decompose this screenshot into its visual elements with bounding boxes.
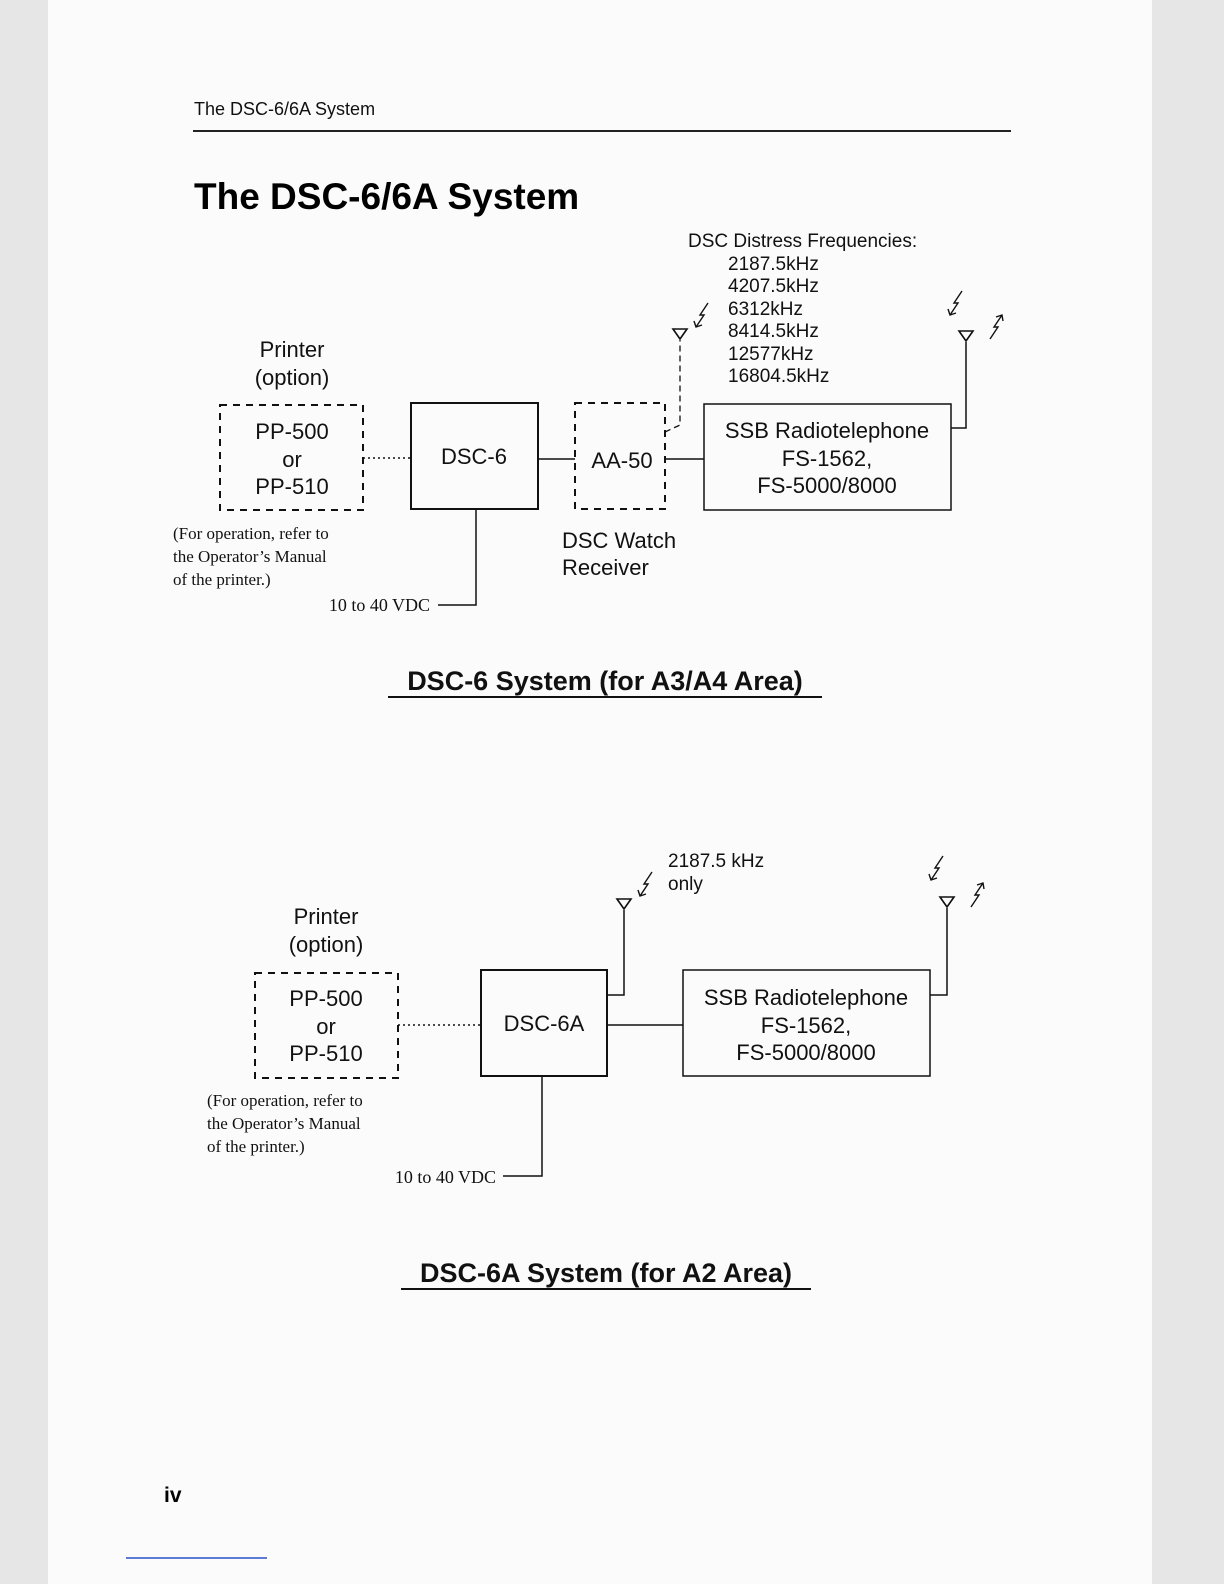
aa50-signal-icon bbox=[693, 302, 709, 328]
printer-label-line2: (option) bbox=[289, 932, 364, 957]
radio-tx-signal-icon bbox=[970, 882, 985, 908]
freq-6: 16804.5kHz bbox=[728, 366, 829, 387]
caption-dsc6: DSC-6 System (for A3/A4 Area) bbox=[407, 666, 803, 696]
printer-note-line1: (For operation, refer to bbox=[207, 1091, 363, 1110]
header-rule bbox=[193, 130, 1011, 132]
printer-or: or bbox=[282, 447, 302, 472]
caption-dsc6a: DSC-6A System (for A2 Area) bbox=[420, 1258, 792, 1288]
printer-label-line1: Printer bbox=[260, 337, 325, 362]
radio-antenna-lead bbox=[930, 908, 948, 996]
radio-line2: FS-1562, bbox=[761, 1013, 852, 1038]
radio-line1: SSB Radiotelephone bbox=[725, 418, 929, 443]
printer-note-line3: of the printer.) bbox=[207, 1137, 305, 1156]
page bbox=[48, 0, 1152, 1584]
radio-rx-signal-icon bbox=[947, 290, 963, 316]
radio-tx-signal-icon bbox=[989, 314, 1004, 340]
printer-note-line3: of the printer.) bbox=[173, 570, 271, 589]
aa50-label: AA-50 bbox=[591, 448, 652, 473]
freq-title: DSC Distress Frequencies: bbox=[688, 231, 917, 252]
page-number: iv bbox=[164, 1484, 182, 1507]
dsc6a-antenna-icon bbox=[616, 898, 632, 910]
aa50-box bbox=[574, 402, 666, 510]
radio-box bbox=[703, 403, 952, 511]
aa50-antenna-lead bbox=[664, 340, 681, 433]
radio-line3: FS-5000/8000 bbox=[736, 1040, 875, 1065]
watch-label-line1: DSC Watch bbox=[562, 528, 676, 553]
aa50-antenna-icon bbox=[672, 328, 688, 340]
dsc6a-antenna-lead bbox=[607, 910, 625, 996]
freq-line1: 2187.5 kHz bbox=[668, 851, 764, 872]
dsc6-box bbox=[410, 402, 539, 510]
power-label: 10 to 40 VDC bbox=[329, 595, 430, 615]
radio-line1: SSB Radiotelephone bbox=[704, 985, 908, 1010]
printer-label-line2: (option) bbox=[255, 365, 330, 390]
freq-2: 4207.5kHz bbox=[728, 276, 819, 297]
printer-or: or bbox=[316, 1014, 336, 1039]
radio-antenna-icon bbox=[958, 330, 974, 342]
radio-box bbox=[682, 969, 931, 1077]
diagram-dsc6: Printer (option) PP-500 or PP-510 (For o… bbox=[173, 231, 1004, 698]
printer-model-2: PP-510 bbox=[255, 474, 328, 499]
radio-line2: FS-1562, bbox=[782, 446, 873, 471]
printer-note-line2: the Operator’s Manual bbox=[173, 547, 327, 566]
freq-1: 2187.5kHz bbox=[728, 254, 819, 275]
diagram-dsc6a: Printer (option) PP-500 or PP-510 (For o… bbox=[207, 851, 985, 1290]
dsc6a-signal-icon bbox=[637, 871, 653, 897]
running-header: The DSC-6/6A System bbox=[194, 99, 376, 119]
printer-model-1: PP-500 bbox=[289, 986, 362, 1011]
page-title: The DSC-6/6A System bbox=[194, 176, 580, 217]
printer-label-line1: Printer bbox=[294, 904, 359, 929]
dsc6a-box bbox=[480, 969, 608, 1077]
freq-line2: only bbox=[668, 874, 703, 895]
bottom-link-line bbox=[126, 1557, 267, 1559]
freq-4: 8414.5kHz bbox=[728, 321, 819, 342]
radio-antenna-icon bbox=[939, 896, 955, 908]
radio-antenna-lead bbox=[951, 342, 967, 429]
dsc6a-label: DSC-6A bbox=[504, 1011, 585, 1036]
printer-model-2: PP-510 bbox=[289, 1041, 362, 1066]
radio-rx-signal-icon bbox=[928, 855, 944, 881]
power-line bbox=[503, 1076, 543, 1177]
power-label: 10 to 40 VDC bbox=[395, 1167, 496, 1187]
printer-note-line1: (For operation, refer to bbox=[173, 524, 329, 543]
freq-5: 12577kHz bbox=[728, 344, 814, 365]
power-line bbox=[438, 509, 477, 606]
dsc6-label: DSC-6 bbox=[441, 444, 507, 469]
freq-3: 6312kHz bbox=[728, 299, 803, 320]
watch-label-line2: Receiver bbox=[562, 555, 649, 580]
printer-note-line2: the Operator’s Manual bbox=[207, 1114, 361, 1133]
radio-line3: FS-5000/8000 bbox=[757, 473, 896, 498]
printer-model-1: PP-500 bbox=[255, 419, 328, 444]
